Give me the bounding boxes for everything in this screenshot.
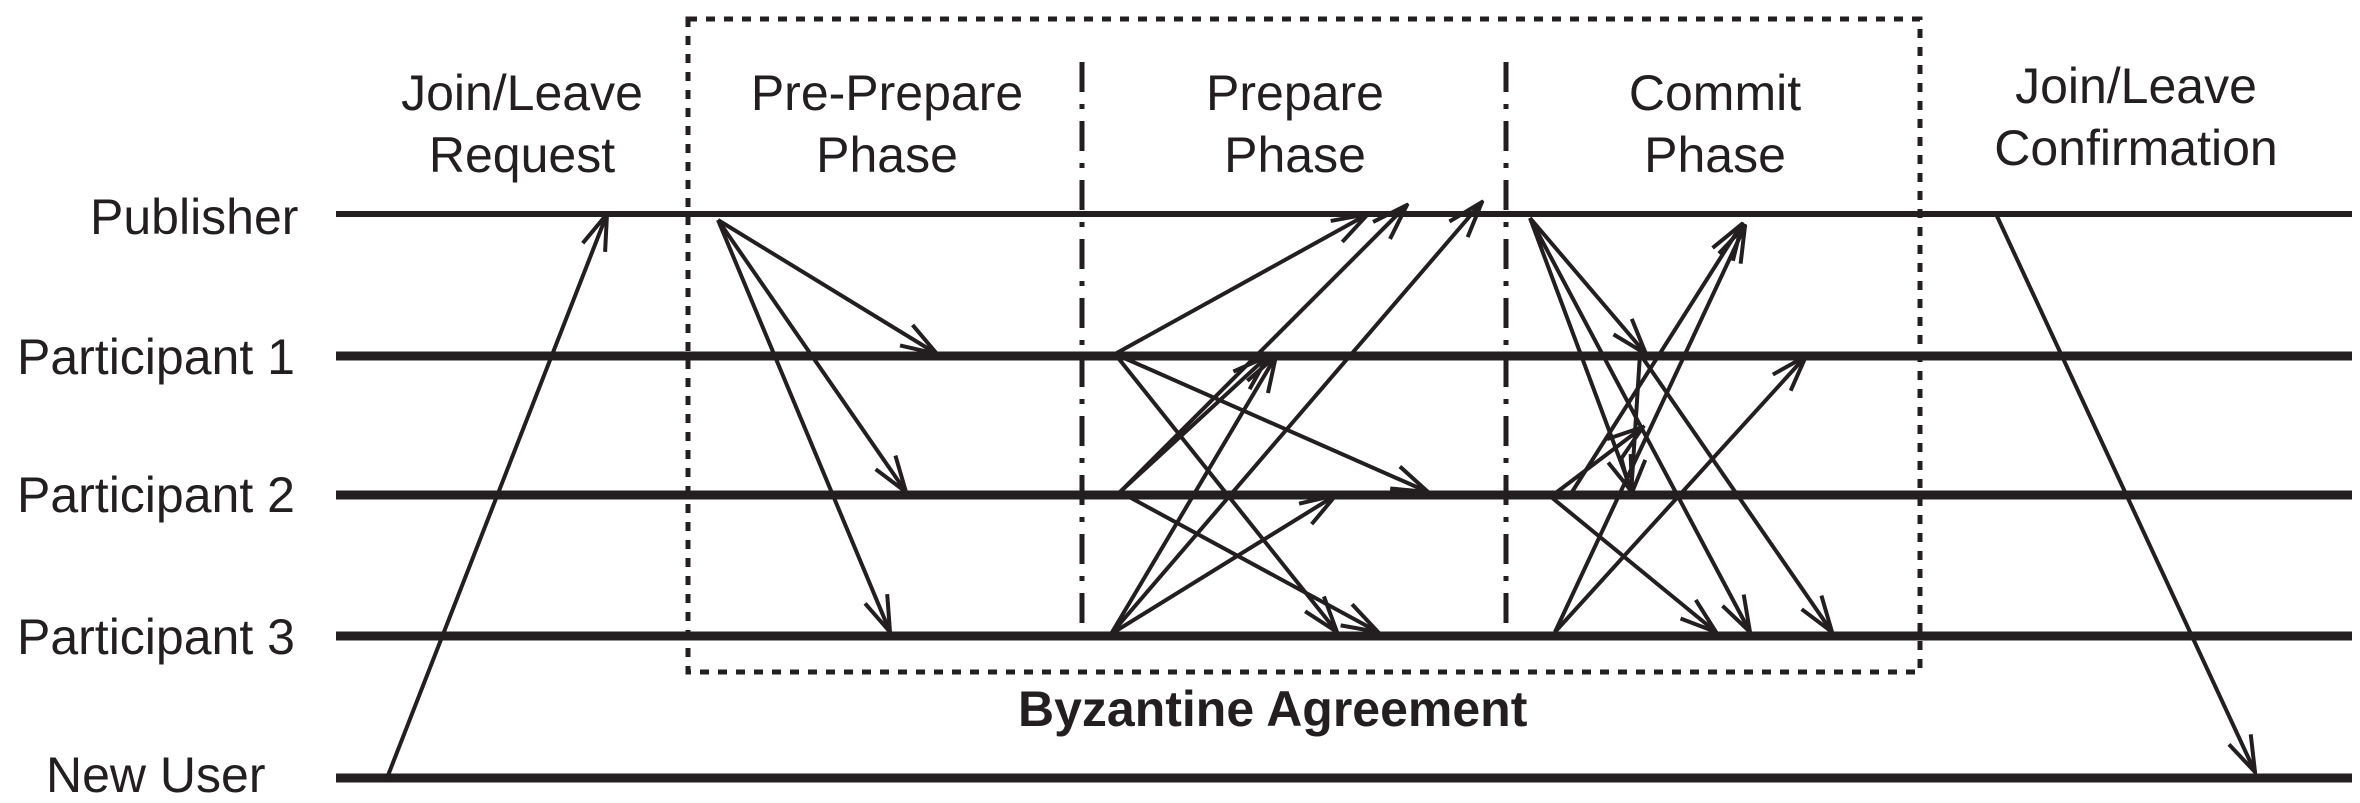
message-arrows — [385, 202, 2255, 779]
arrow-commit-p1-p3 — [1638, 352, 1832, 632]
arrow-prepare-p1-p2 — [1114, 352, 1428, 492]
arrow-commit-p2-pub — [1570, 224, 1742, 494]
phase-prepare: Prepare Phase — [1110, 62, 1480, 186]
phase-pre-prepare-line-1: Pre-Prepare — [750, 65, 1024, 121]
phase-commit: Commit Phase — [1530, 62, 1900, 186]
arrow-prepare-p1-p3 — [1113, 352, 1337, 632]
arrow-preprepare-p3 — [716, 219, 890, 632]
arrow-prepare-p2-p1 — [1118, 356, 1268, 494]
arrow-commit-p2-p1 — [1551, 427, 1643, 497]
lane-label-new-user: New User — [46, 747, 266, 803]
phase-join-confirmation: Join/Leave Confirmation — [1946, 55, 2326, 179]
arrow-preprepare-p2 — [716, 218, 906, 492]
timelines — [336, 211, 2352, 783]
lane-label-participant-2: Participant 2 — [17, 467, 295, 523]
phase-pre-prepare: Pre-Prepare Phase — [712, 62, 1062, 186]
phase-join-request: Join/Leave Request — [362, 62, 682, 186]
phase-commit-line-2: Phase — [1644, 127, 1786, 183]
arrow-commit-p2-p3 — [1543, 490, 1716, 632]
arrow-commit-pub-p1 — [1528, 216, 1646, 354]
arrow-prepare-p3-p1 — [1109, 356, 1276, 636]
byzantine-agreement-label: Byzantine Agreement — [1018, 681, 1528, 737]
phase-join-request-line-1: Join/Leave — [401, 65, 643, 121]
arrow-prepare-p2-pub — [1118, 205, 1407, 494]
phase-commit-line-1: Commit — [1628, 65, 1802, 121]
arrow-join-confirmation — [1994, 213, 2255, 772]
arrow-prepare-p1-pub — [1114, 214, 1368, 356]
lane-label-publisher: Publisher — [90, 189, 299, 245]
arrow-preprepare-p1 — [716, 218, 937, 354]
arrow-prepare-p2-p3 — [1119, 490, 1378, 632]
arrow-prepare-p3-p2 — [1109, 495, 1336, 636]
arrow-commit-p3-pub — [1553, 226, 1745, 633]
phase-join-confirmation-line-2: Confirmation — [1994, 120, 2278, 176]
phase-join-request-line-2: Request — [428, 127, 616, 183]
lane-label-participant-3: Participant 3 — [17, 609, 295, 665]
byzantine-agreement-box — [685, 16, 1923, 675]
phase-pre-prepare-line-2: Phase — [816, 127, 958, 183]
phase-prepare-line-1: Prepare — [1206, 65, 1384, 121]
arrow-prepare-p3-pub — [1109, 202, 1482, 636]
lane-label-participant-1: Participant 1 — [17, 329, 295, 385]
phase-join-confirmation-line-1: Join/Leave — [2015, 58, 2257, 114]
arrow-commit-p3-p1 — [1553, 356, 1806, 634]
phase-prepare-line-2: Phase — [1224, 127, 1366, 183]
arrow-join-request — [385, 214, 607, 779]
